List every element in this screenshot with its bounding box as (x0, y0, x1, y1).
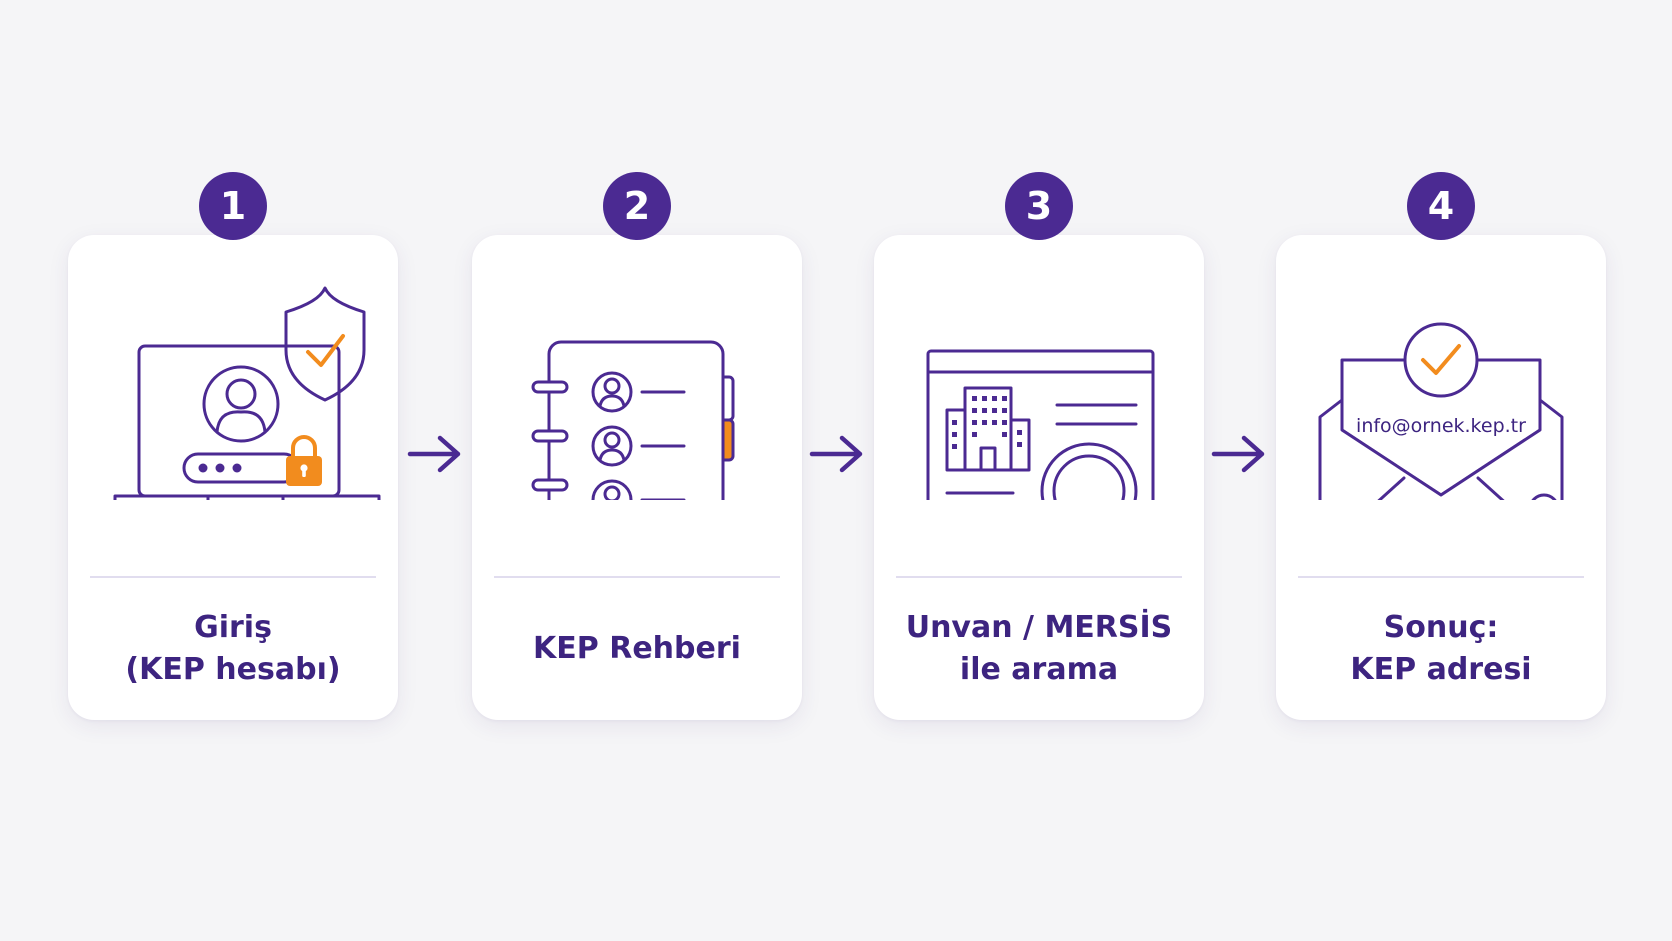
step-2: 2 (472, 172, 802, 720)
company-search-icon (926, 349, 1155, 500)
arrow-right-icon (809, 435, 863, 473)
step-card: KEP Rehberi (472, 235, 802, 720)
step-card: Unvan / MERSİS ile arama (874, 235, 1204, 720)
card-divider (90, 576, 376, 578)
step-3: 3 (874, 172, 1204, 720)
laptop-login-icon (113, 286, 381, 500)
step-number-badge: 2 (603, 172, 671, 240)
step-label-line-2: (KEP hesabı) (125, 652, 341, 687)
step-label: Sonuç: KEP adresi (1276, 578, 1606, 720)
step-label-line-1: KEP Rehberi (533, 631, 741, 666)
step-label-line-1: Giriş (194, 610, 272, 645)
secure-envelope-icon: info@ornek.kep.tr (1318, 322, 1564, 500)
card-divider (896, 576, 1182, 578)
address-book-icon (531, 340, 735, 500)
step-label-line-1: Unvan / MERSİS (905, 610, 1173, 645)
email-address-text: info@ornek.kep.tr (1356, 415, 1526, 437)
step-4: 4 info@ornek.kep.tr Sonuç: KEP adresi (1276, 172, 1606, 720)
step-label-line-2: ile arama (959, 652, 1119, 687)
step-label-line-1: Sonuç: (1383, 610, 1499, 645)
step-number-badge: 1 (199, 172, 267, 240)
card-divider (494, 576, 780, 578)
step-number-badge: 4 (1407, 172, 1475, 240)
arrow-right-icon (407, 435, 461, 473)
step-1: 1 Gir (68, 172, 398, 720)
step-label: Giriş (KEP hesabı) (68, 578, 398, 720)
step-label-line-2: KEP adresi (1350, 652, 1532, 687)
card-divider (1298, 576, 1584, 578)
step-label: KEP Rehberi (472, 578, 802, 720)
step-card: info@ornek.kep.tr Sonuç: KEP adresi (1276, 235, 1606, 720)
step-number-badge: 3 (1005, 172, 1073, 240)
step-card: Giriş (KEP hesabı) (68, 235, 398, 720)
step-label: Unvan / MERSİS ile arama (874, 578, 1204, 720)
arrow-right-icon (1211, 435, 1265, 473)
